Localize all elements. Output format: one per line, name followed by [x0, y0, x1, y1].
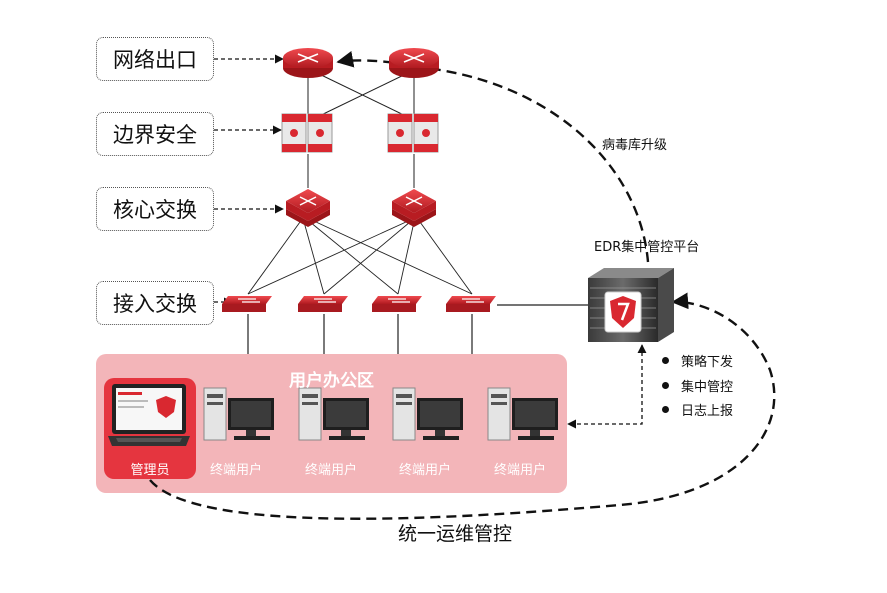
desktop-pc-icon [392, 387, 463, 441]
edr-server-icon [588, 268, 674, 342]
edr-function-item: 策略下发 [662, 351, 733, 370]
terminal-user-label: 终端用户 [493, 463, 546, 478]
layer-internet-exit: 网络出口 [96, 37, 214, 81]
access-switch-icon [446, 296, 496, 312]
unified-ops-loop [149, 292, 776, 520]
terminal-user-label: 终端用户 [304, 463, 357, 478]
firewall-core-links [307, 154, 415, 188]
virus-update-arrow [336, 51, 650, 263]
edr-function-item: 日志上报 [662, 400, 733, 419]
router-icon [283, 48, 333, 78]
firewall-icon [387, 113, 439, 153]
desktop-pc-icon [487, 387, 558, 441]
office-title: 用户办公区 [289, 371, 374, 391]
bullet-icon [662, 357, 669, 364]
virus-update-label: 病毒库升级 [602, 138, 668, 153]
unified-ops-caption: 统一运维管控 [398, 523, 513, 545]
edr-function-label: 策略下发 [681, 355, 734, 370]
laptop-icon [108, 384, 190, 446]
router-firewall-links [307, 71, 415, 119]
layer-arrows [214, 54, 284, 307]
core-switch-icon [392, 189, 436, 227]
edr-function-label: 日志上报 [681, 404, 734, 419]
core-switch-icon [286, 189, 330, 227]
desktop-pc-icon [298, 387, 369, 441]
layer-access-switch: 接入交换 [96, 281, 214, 325]
edr-function-item: 集中管控 [662, 376, 733, 395]
edr-function-label: 集中管控 [681, 380, 734, 395]
layer-border-security: 边界安全 [96, 112, 214, 156]
firewall-icon [281, 113, 333, 153]
access-switch-icon [298, 296, 348, 312]
edr-office-arrow [567, 344, 647, 429]
router-icon [389, 48, 439, 78]
terminal-user-label: 终端用户 [398, 463, 451, 478]
access-office-links [247, 304, 588, 354]
admin-label: 管理员 [130, 463, 170, 478]
bullet-icon [662, 406, 669, 413]
terminal-user-label: 终端用户 [209, 463, 262, 478]
desktop-pc-icon [203, 387, 274, 441]
bullet-icon [662, 382, 669, 389]
access-switch-icon [222, 296, 272, 312]
layer-core-switch: 核心交换 [96, 187, 214, 231]
edr-platform-title: EDR集中管控平台 [594, 240, 700, 255]
core-access-links [247, 221, 473, 295]
access-switch-icon [372, 296, 422, 312]
